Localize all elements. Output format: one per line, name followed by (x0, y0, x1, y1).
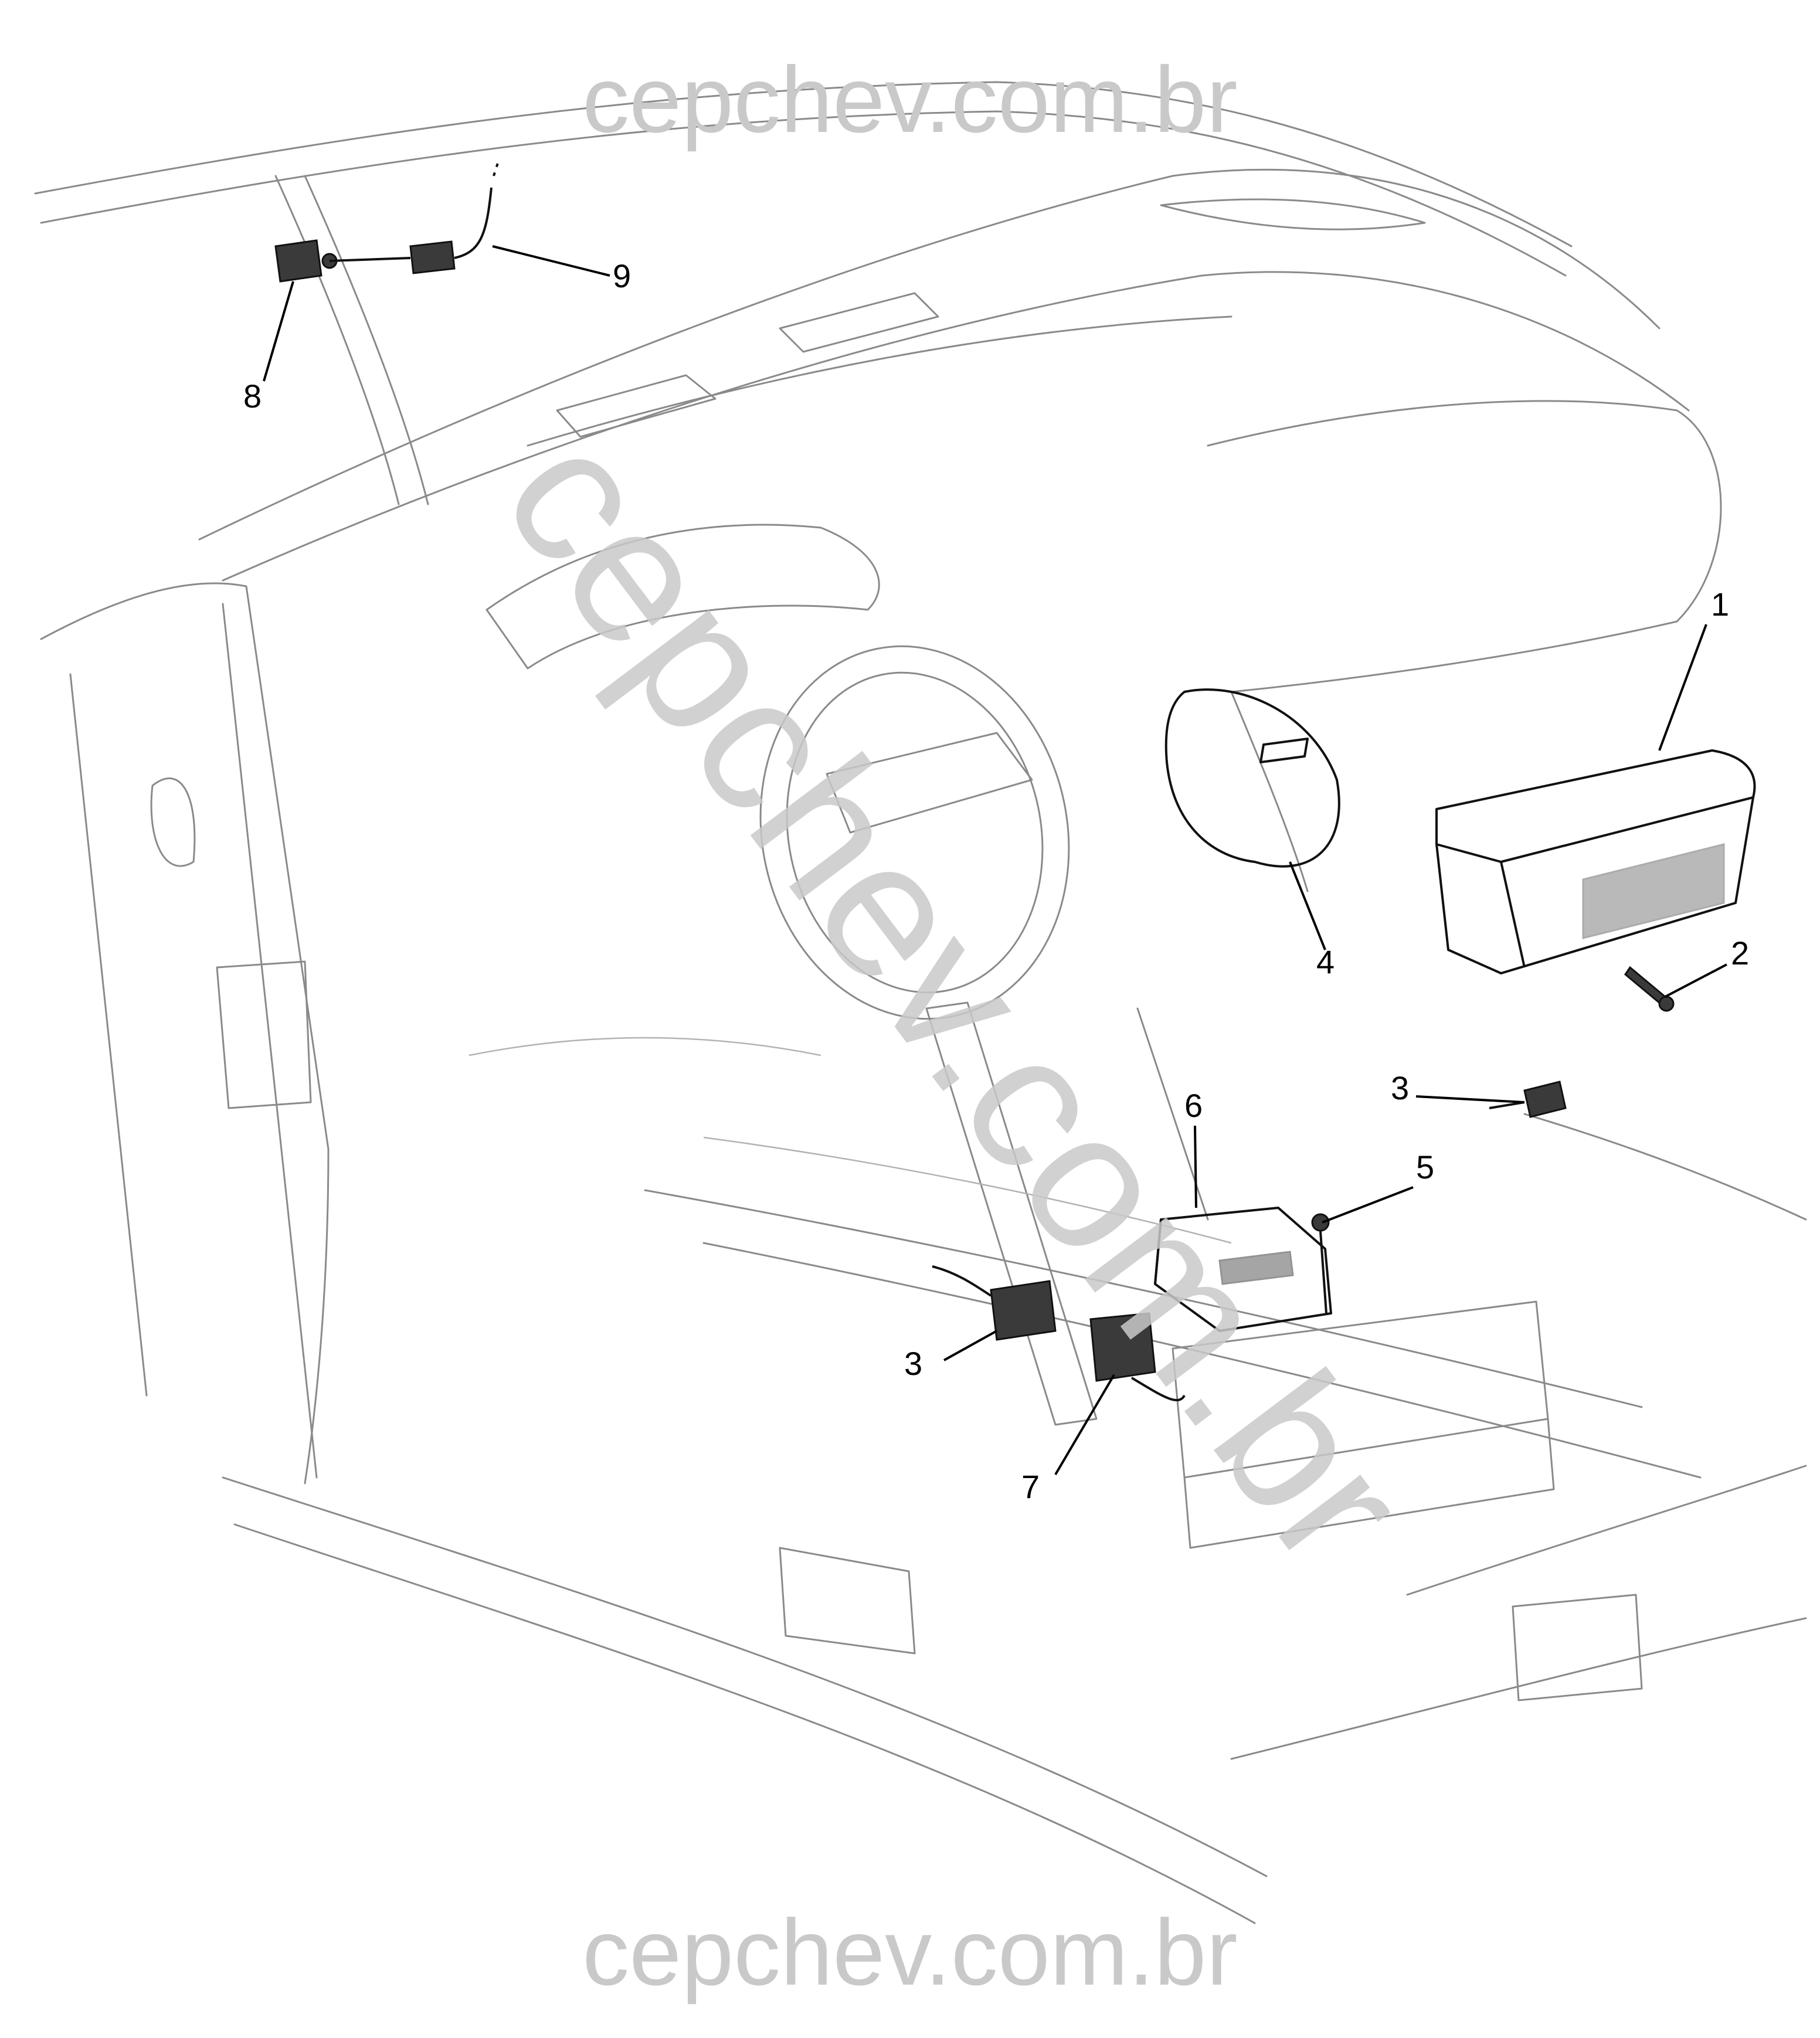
callout-7: 7 (1021, 1468, 1040, 1505)
watermark-bottom: cepchev.com.br (582, 1900, 1238, 2005)
mounting-bolt (1624, 966, 1675, 1012)
sdm-connector-left (932, 1265, 1057, 1341)
vehicle-body-drawing (34, 81, 1807, 1924)
driver-airbag-module (1164, 688, 1340, 868)
sdm-connector-center (1089, 1312, 1186, 1402)
callout-5: 5 (1416, 1149, 1434, 1186)
callout-4: 4 (1316, 943, 1335, 980)
sdm-nut (1311, 1213, 1330, 1314)
callout-6: 6 (1184, 1087, 1203, 1124)
callout-3-right: 3 (1391, 1069, 1409, 1106)
watermark-diagonal: cepchev.com.br (463, 393, 1450, 1603)
airbag-connector-right (1489, 1081, 1567, 1118)
callout-9: 9 (613, 257, 631, 294)
watermark-top: cepchev.com.br (582, 47, 1238, 152)
impact-sensor-connector (329, 161, 500, 274)
sdm-module (1154, 1207, 1332, 1332)
passenger-airbag-module (1435, 749, 1756, 974)
callout-labels: 1 2 3 3 4 5 6 7 8 9 (243, 257, 1749, 1505)
callout-1: 1 (1711, 586, 1729, 623)
callout-8: 8 (243, 378, 262, 415)
front-impact-sensor (274, 239, 338, 283)
callout-3-left: 3 (904, 1345, 922, 1382)
callout-2: 2 (1731, 935, 1749, 972)
leader-lines (263, 245, 1727, 1476)
